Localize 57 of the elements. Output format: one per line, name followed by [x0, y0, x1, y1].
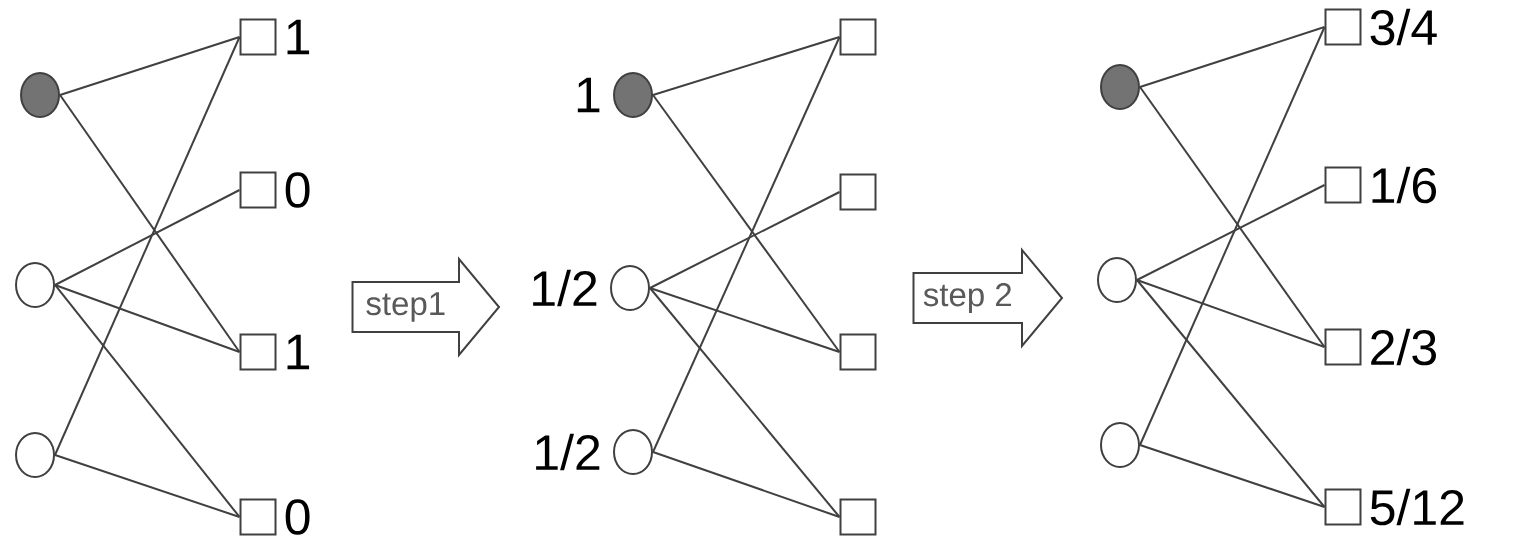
circle-node	[613, 429, 653, 475]
value-label: 1/2	[533, 269, 597, 307]
circle-node	[20, 72, 60, 118]
square-node	[239, 18, 277, 56]
step-label: step1	[366, 292, 445, 322]
connector-line	[1139, 444, 1326, 508]
value-label: 1/2	[536, 433, 600, 471]
value-label: 1/6	[1372, 166, 1436, 204]
square-node	[839, 498, 877, 536]
circle-node	[613, 72, 653, 118]
square-node	[839, 333, 877, 371]
value-label: 1	[287, 19, 310, 55]
circle-node	[1100, 422, 1140, 468]
square-node	[239, 498, 277, 536]
value-label: 1	[577, 77, 600, 113]
connector-line	[59, 36, 241, 96]
square-node	[839, 173, 877, 211]
square-node	[239, 333, 277, 371]
square-node	[1324, 8, 1362, 46]
square-node	[1324, 488, 1362, 526]
connector-line	[54, 284, 241, 518]
connector-line	[59, 94, 241, 353]
connector-line	[652, 36, 841, 453]
connector-line	[652, 451, 841, 518]
circle-node	[1097, 257, 1137, 303]
connector-line	[54, 189, 241, 286]
square-node	[1324, 328, 1362, 366]
connector-line	[54, 454, 241, 518]
value-label: 3/4	[1370, 8, 1437, 46]
value-label: 5/12	[1370, 488, 1464, 526]
circle-node	[1100, 64, 1140, 110]
connector-line	[1139, 26, 1326, 88]
step-label: step 2	[923, 283, 1011, 313]
connector-line	[1136, 279, 1326, 508]
step-arrow	[912, 247, 1064, 349]
connector-line	[652, 36, 841, 96]
connector-line	[54, 36, 241, 456]
connector-line	[649, 287, 841, 518]
connector-line	[652, 94, 841, 353]
value-label: 0	[285, 172, 310, 208]
square-node	[839, 18, 877, 56]
connector-line	[1139, 26, 1326, 446]
connector-line	[54, 284, 241, 353]
step-arrow	[351, 256, 501, 358]
value-label: 1	[287, 334, 310, 370]
circle-node	[15, 432, 55, 478]
connector-line	[1139, 86, 1326, 348]
square-node	[239, 171, 277, 209]
connector-line	[1136, 279, 1326, 348]
value-label: 2/3	[1371, 328, 1436, 366]
connector-line	[649, 287, 841, 353]
connector-line	[649, 191, 841, 289]
circle-node	[15, 262, 55, 308]
circle-node	[610, 265, 650, 311]
square-node	[1324, 166, 1362, 204]
value-label: 0	[285, 499, 310, 535]
connector-line	[1136, 184, 1326, 281]
